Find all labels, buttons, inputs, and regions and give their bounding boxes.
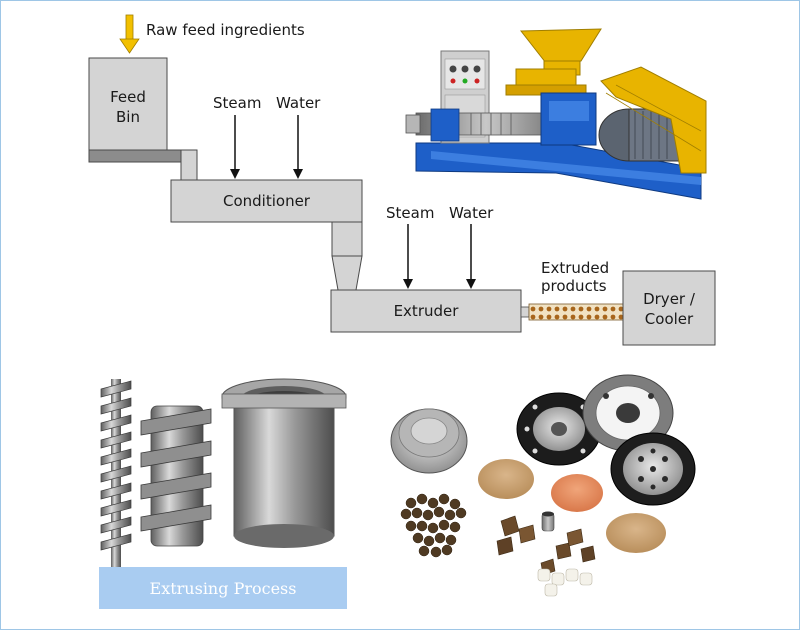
die-disc-holes-image [610,432,696,506]
raw-feed-label: Raw feed ingredients [146,21,305,39]
feed-bin [88,57,198,181]
screw-auger-image [100,379,132,579]
steam-label-1: Steam [213,94,262,112]
extruder-machine-image [405,28,707,200]
down-arrow-icon [230,115,476,289]
die-plate-image [390,408,468,474]
water-label-2: Water [449,204,494,222]
caption-text: Extrusing Process [149,578,297,598]
extruded-products-conveyor [520,303,624,321]
yellow-arrow-icon [119,14,140,54]
feed-pellets-cube-image [496,511,596,576]
feed-pile-light-image [606,513,666,553]
dryer-cooler-label: Dryer / Cooler [643,290,695,328]
steam-label-2: Steam [386,204,435,222]
feed-pellets-white-image [537,568,593,597]
feed-pile-tan-image [478,459,534,499]
conditioner-chute [331,221,363,291]
die-disc-dark-image [516,392,602,466]
barrel-sleeve-image [221,378,347,548]
extruder-label: Extruder [393,302,459,320]
dryer-cooler-box [622,270,716,346]
conditioner-box [170,179,363,223]
feed-pile-orange-image [551,474,603,512]
conditioner-label: Conditioner [223,192,310,210]
feed-bin-label: Feed Bin [110,88,146,126]
extruded-products-label: Extruded products [541,259,610,295]
caption-bar: Extrusing Process [99,567,347,609]
feed-pellets-dark-image [400,493,467,558]
water-label-1: Water [276,94,321,112]
screw-segment-image [140,405,212,547]
